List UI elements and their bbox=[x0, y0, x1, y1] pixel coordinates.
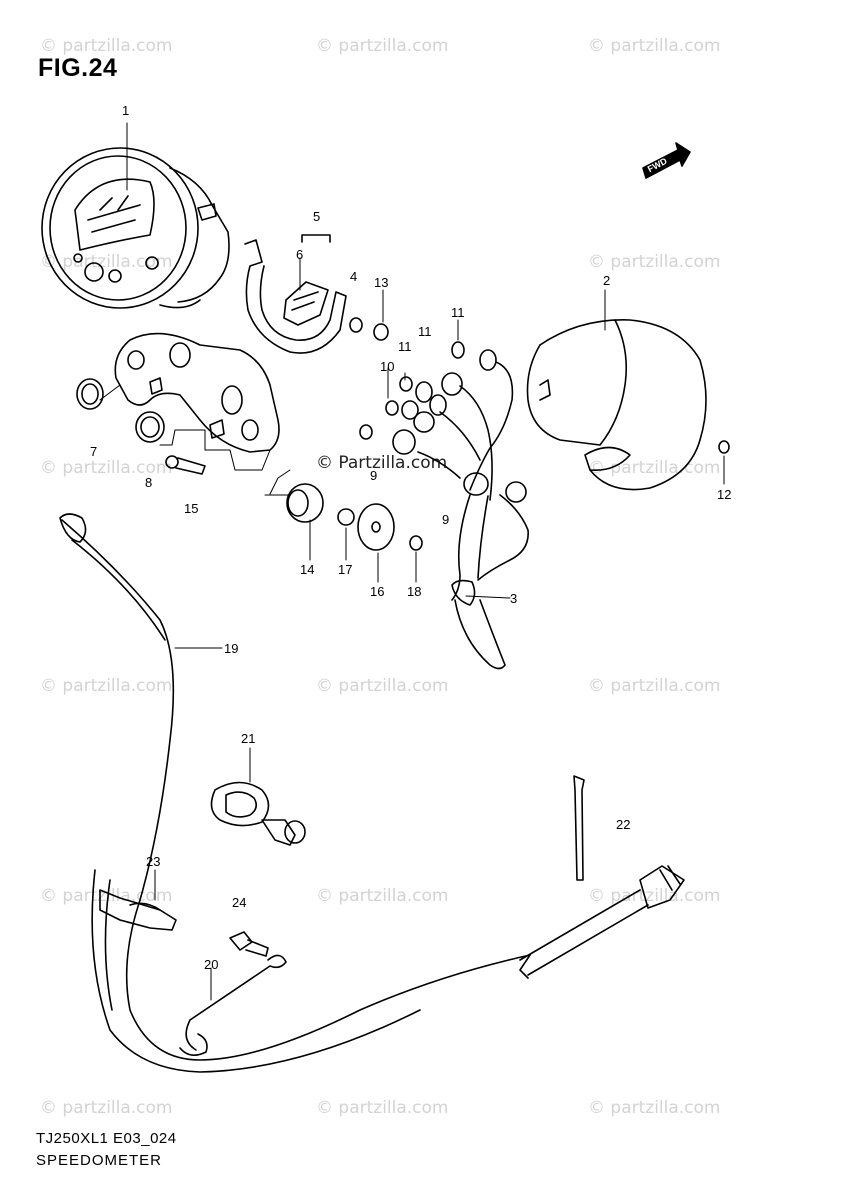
grommet-8 bbox=[135, 411, 165, 443]
callout-21: 21 bbox=[241, 731, 256, 746]
callout-12: 12 bbox=[717, 487, 732, 502]
watermark: © partzilla.com bbox=[588, 1098, 721, 1118]
cushion-14 bbox=[286, 483, 324, 523]
wire-harness bbox=[359, 341, 529, 670]
screw-12 bbox=[718, 440, 730, 454]
screw-15 bbox=[165, 455, 206, 475]
clamp-23 bbox=[99, 889, 177, 931]
callout-5: 5 bbox=[313, 209, 321, 224]
callout-24: 24 bbox=[232, 895, 247, 910]
meter-case-cover bbox=[526, 319, 707, 491]
watermark: © partzilla.com bbox=[40, 36, 173, 56]
callout-13: 13 bbox=[374, 275, 389, 290]
callout-9: 9 bbox=[442, 512, 450, 527]
watermark: © partzilla.com bbox=[588, 36, 721, 56]
callout-7: 7 bbox=[90, 444, 98, 459]
callout-11-a: 11 bbox=[451, 305, 465, 320]
callout-3: 3 bbox=[510, 591, 518, 606]
callout-19: 19 bbox=[224, 641, 239, 656]
callout-22: 22 bbox=[616, 817, 631, 832]
cable-tie-22 bbox=[573, 775, 585, 881]
callout-1: 1 bbox=[122, 103, 130, 118]
callout-2: 2 bbox=[603, 273, 611, 288]
indicator-lens bbox=[283, 234, 331, 326]
watermark: © partzilla.com bbox=[588, 676, 721, 696]
watermark: © partzilla.com bbox=[316, 676, 449, 696]
callout-11-b: 11 bbox=[418, 324, 432, 339]
washer-16 bbox=[357, 503, 395, 551]
washer-4 bbox=[349, 317, 363, 333]
watermark: © partzilla.com bbox=[40, 1098, 173, 1118]
watermark: © partzilla.com bbox=[316, 886, 449, 906]
callout-6: 6 bbox=[296, 247, 304, 262]
fwd-arrow-icon bbox=[642, 142, 691, 179]
leader-lines bbox=[99, 122, 725, 1001]
figure-code: TJ250XL1 E03_024 bbox=[36, 1130, 177, 1147]
callout-20: 20 bbox=[204, 957, 219, 972]
speedometer-cable bbox=[59, 513, 685, 1073]
callout-18: 18 bbox=[407, 584, 422, 599]
callout-15: 15 bbox=[184, 501, 199, 516]
callout-4: 4 bbox=[350, 269, 358, 284]
bolt-24 bbox=[229, 931, 269, 957]
collar-17 bbox=[337, 508, 355, 526]
nut-13 bbox=[373, 323, 389, 341]
speedometer-head bbox=[41, 147, 230, 309]
cable-guide-21 bbox=[210, 781, 306, 846]
grommet-7 bbox=[76, 378, 104, 410]
meter-bracket bbox=[114, 239, 347, 453]
callout-11-c: 11 bbox=[398, 339, 412, 354]
callout-9-top: 9 bbox=[370, 468, 378, 483]
watermark: © partzilla.com bbox=[316, 36, 449, 56]
figure-title: FIG.24 bbox=[38, 54, 118, 82]
watermark-center: © Partzilla.com bbox=[316, 453, 448, 473]
figure-name: SPEEDOMETER bbox=[36, 1152, 163, 1169]
watermark: © partzilla.com bbox=[40, 252, 173, 272]
callout-8: 8 bbox=[145, 475, 153, 490]
nut-18 bbox=[409, 535, 423, 551]
watermark: © partzilla.com bbox=[40, 676, 173, 696]
callout-16: 16 bbox=[370, 584, 385, 599]
watermark: © partzilla.com bbox=[40, 458, 173, 478]
callout-17: 17 bbox=[338, 562, 353, 577]
callout-23: 23 bbox=[146, 854, 161, 869]
band-20 bbox=[179, 954, 287, 1056]
callout-14: 14 bbox=[300, 562, 315, 577]
callout-10: 10 bbox=[380, 359, 395, 374]
watermark: © partzilla.com bbox=[588, 252, 721, 272]
watermark: © partzilla.com bbox=[316, 1098, 449, 1118]
